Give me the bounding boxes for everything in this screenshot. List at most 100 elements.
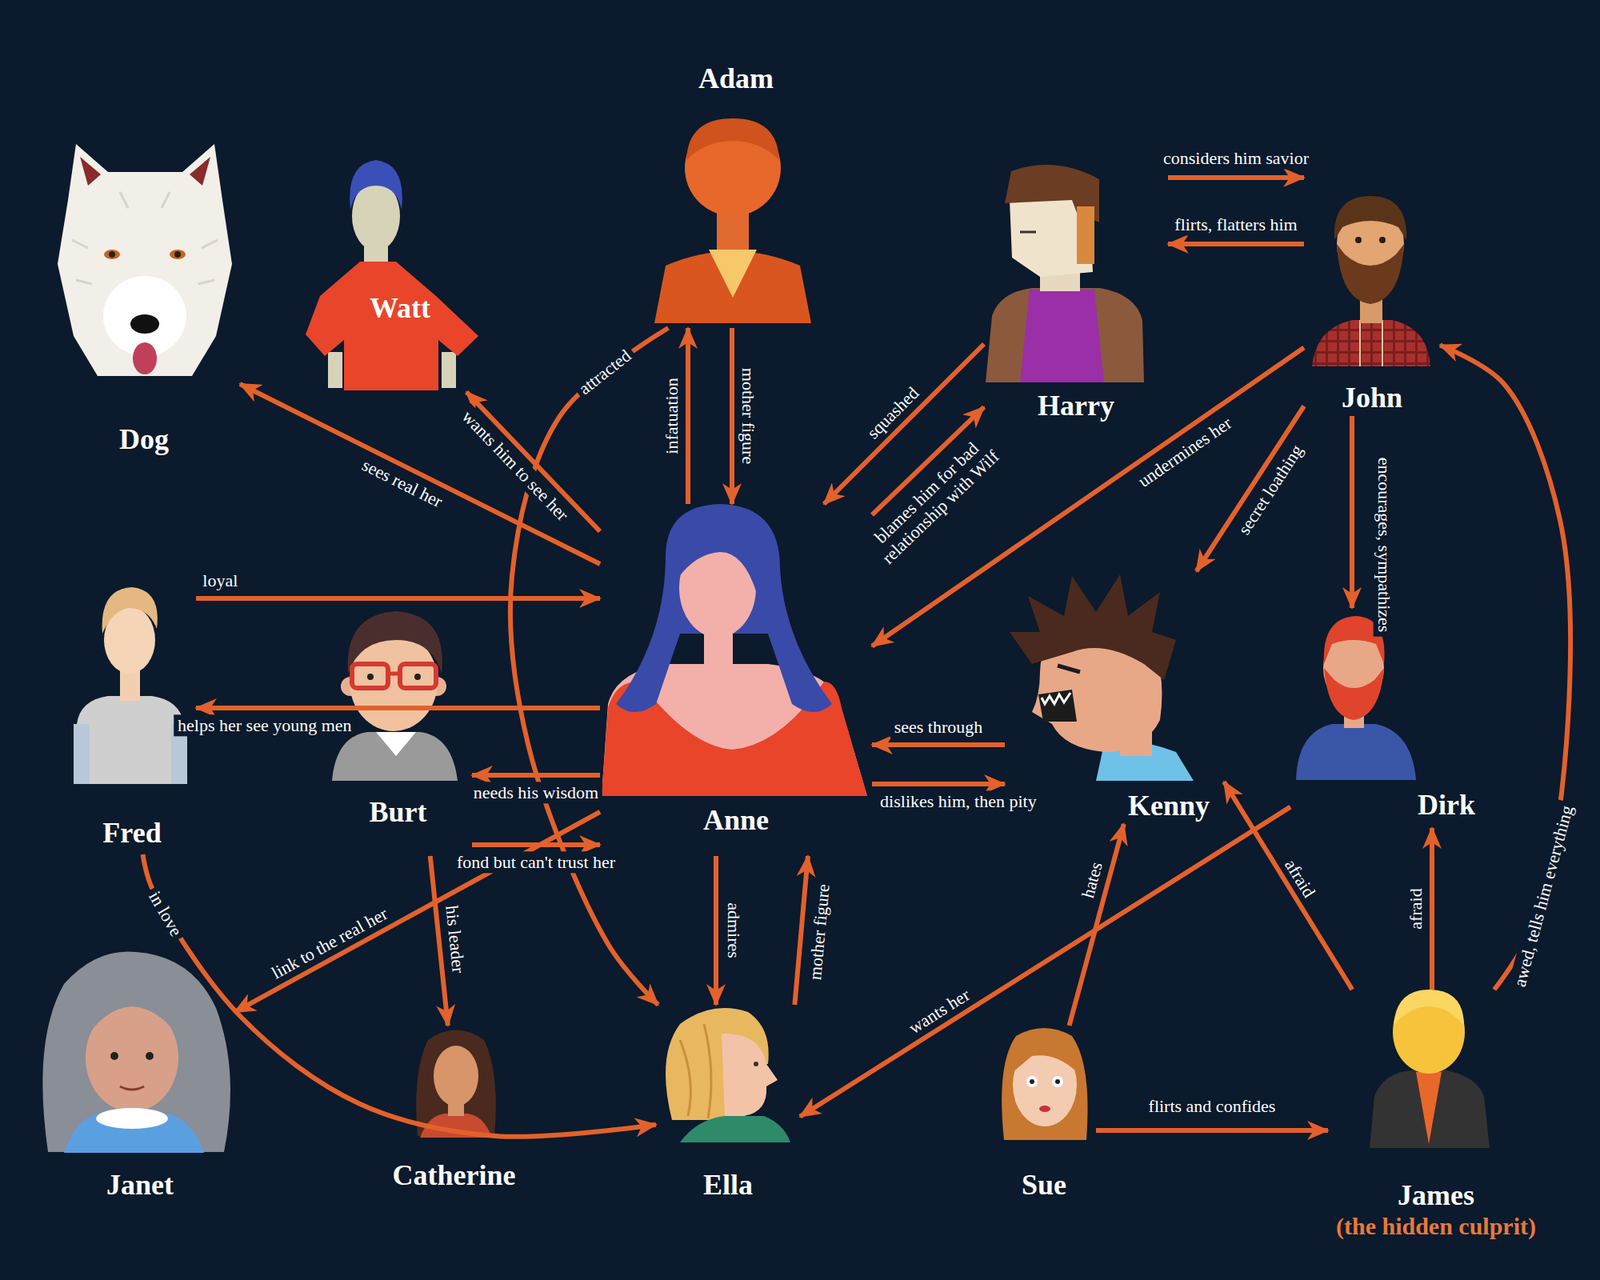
relation-label: dislikes him, then pity: [876, 790, 1041, 812]
character-node: Sue: [992, 1025, 1096, 1205]
character-node: Fred: [68, 580, 196, 855]
character-node: John: [1304, 160, 1440, 416]
relation-arrow: [510, 328, 669, 1005]
janet-figure: [110, 1052, 119, 1060]
adam-figure: [654, 118, 812, 324]
relation-label: sees through: [890, 716, 988, 738]
relation-arrow: [196, 596, 600, 601]
relation-arrow: [872, 781, 1005, 787]
dog-figure: [57, 144, 232, 376]
fred-figure: [73, 724, 90, 784]
relation-label: wants him to see her: [454, 403, 576, 529]
relation-label: secret loathing: [1231, 437, 1311, 543]
relation-arrow: [1440, 345, 1571, 990]
anne-figure: [601, 504, 868, 796]
sue-figure: [1001, 1028, 1088, 1140]
janet-figure: [42, 952, 231, 1154]
relation-label: hates: [1076, 856, 1109, 904]
john-figure: [1312, 196, 1431, 367]
relation-label: admires: [722, 898, 744, 963]
relation-label: infatuation: [660, 373, 683, 458]
character-name: John: [1338, 381, 1406, 415]
burt-figure: [388, 672, 400, 676]
character-node: Dog: [48, 136, 240, 458]
dog-figure: [104, 249, 120, 260]
dog-figure: [80, 156, 101, 186]
relation-arrow: [1224, 781, 1352, 990]
character-name: Janet: [103, 1168, 177, 1202]
john-figure: [1312, 320, 1431, 367]
john-figure: [1355, 236, 1362, 244]
relation-arrow: [1349, 416, 1355, 608]
anne-figure: [678, 520, 759, 594]
fred-figure: [171, 724, 188, 784]
adam-figure: [686, 118, 780, 160]
character-node: Dirk: [1290, 608, 1496, 828]
dog-figure: [189, 156, 211, 186]
sue-figure: [1029, 1079, 1035, 1084]
dog-figure: [169, 249, 186, 260]
relation-arrow: [466, 392, 600, 532]
character-name: Burt: [366, 796, 431, 829]
relation-label: blames him for bad relationship with Wil…: [846, 416, 1020, 585]
character-node: Watt: [316, 148, 484, 392]
relation-arrow: [1168, 241, 1304, 247]
catherine-figure: [416, 1030, 496, 1139]
relation-arrow: [234, 812, 600, 1013]
janet-figure: [84, 982, 183, 1042]
character-name: Sue: [1018, 1168, 1070, 1202]
harry-figure: [1020, 231, 1036, 234]
dirk-figure: [1324, 668, 1384, 720]
dog-figure: [132, 342, 157, 375]
burt-figure: [367, 673, 374, 680]
relation-label: attracted: [571, 342, 639, 403]
relation-label: encourages, sympathizes: [1372, 452, 1395, 636]
relation-label: awed, tells him everything: [1508, 799, 1580, 993]
harry-figure: [1020, 289, 1104, 383]
relation-arrow: [1096, 1128, 1328, 1133]
fred-figure: [120, 668, 140, 701]
relation-label: fond but can't trust her: [452, 851, 620, 873]
dog-figure: [130, 314, 160, 334]
watt-figure: [305, 261, 479, 391]
dog-figure: [72, 192, 218, 284]
relation-label: helps her see young men: [173, 714, 356, 736]
burt-figure: [414, 673, 421, 680]
character-name: Watt: [366, 292, 434, 325]
janet-figure: [96, 1108, 168, 1129]
relation-label: undermines her: [1130, 409, 1240, 495]
relation-label: loyal: [198, 569, 242, 592]
relation-arrow: [1429, 828, 1435, 990]
relation-arrow: [1168, 175, 1304, 180]
relation-arrow: [240, 384, 600, 564]
character-node: Ella: [656, 1004, 800, 1205]
relation-arrow: [872, 407, 984, 516]
james-figure: [1393, 989, 1464, 1026]
relation-label: needs his wisdom: [469, 781, 603, 804]
relation-arrow: [143, 854, 656, 1137]
john-figure: [1360, 320, 1383, 367]
relation-arrow: [872, 742, 1005, 748]
kenny-figure: [1057, 665, 1080, 672]
relation-arrow: [800, 807, 1291, 1117]
relation-arrow: [196, 705, 600, 711]
relation-label: his leader: [440, 900, 470, 978]
culprit-note: (the hidden culprit): [1332, 1212, 1540, 1241]
dirk-figure: [1324, 616, 1385, 664]
anne-figure: [616, 504, 832, 712]
james-figure: [1369, 1070, 1490, 1148]
relation-label: mother figure: [803, 879, 835, 985]
relation-arrow: [430, 856, 448, 1026]
sue-figure: [1012, 1035, 1077, 1072]
character-name: Dog: [116, 423, 172, 456]
james-figure: [1369, 989, 1490, 1148]
james-figure: [1416, 1072, 1442, 1144]
character-node: Anne: [600, 504, 872, 856]
relation-arrow: [794, 856, 808, 1005]
burt-figure: [376, 732, 416, 756]
fred-figure: [102, 587, 158, 634]
janet-figure: [145, 1052, 154, 1060]
